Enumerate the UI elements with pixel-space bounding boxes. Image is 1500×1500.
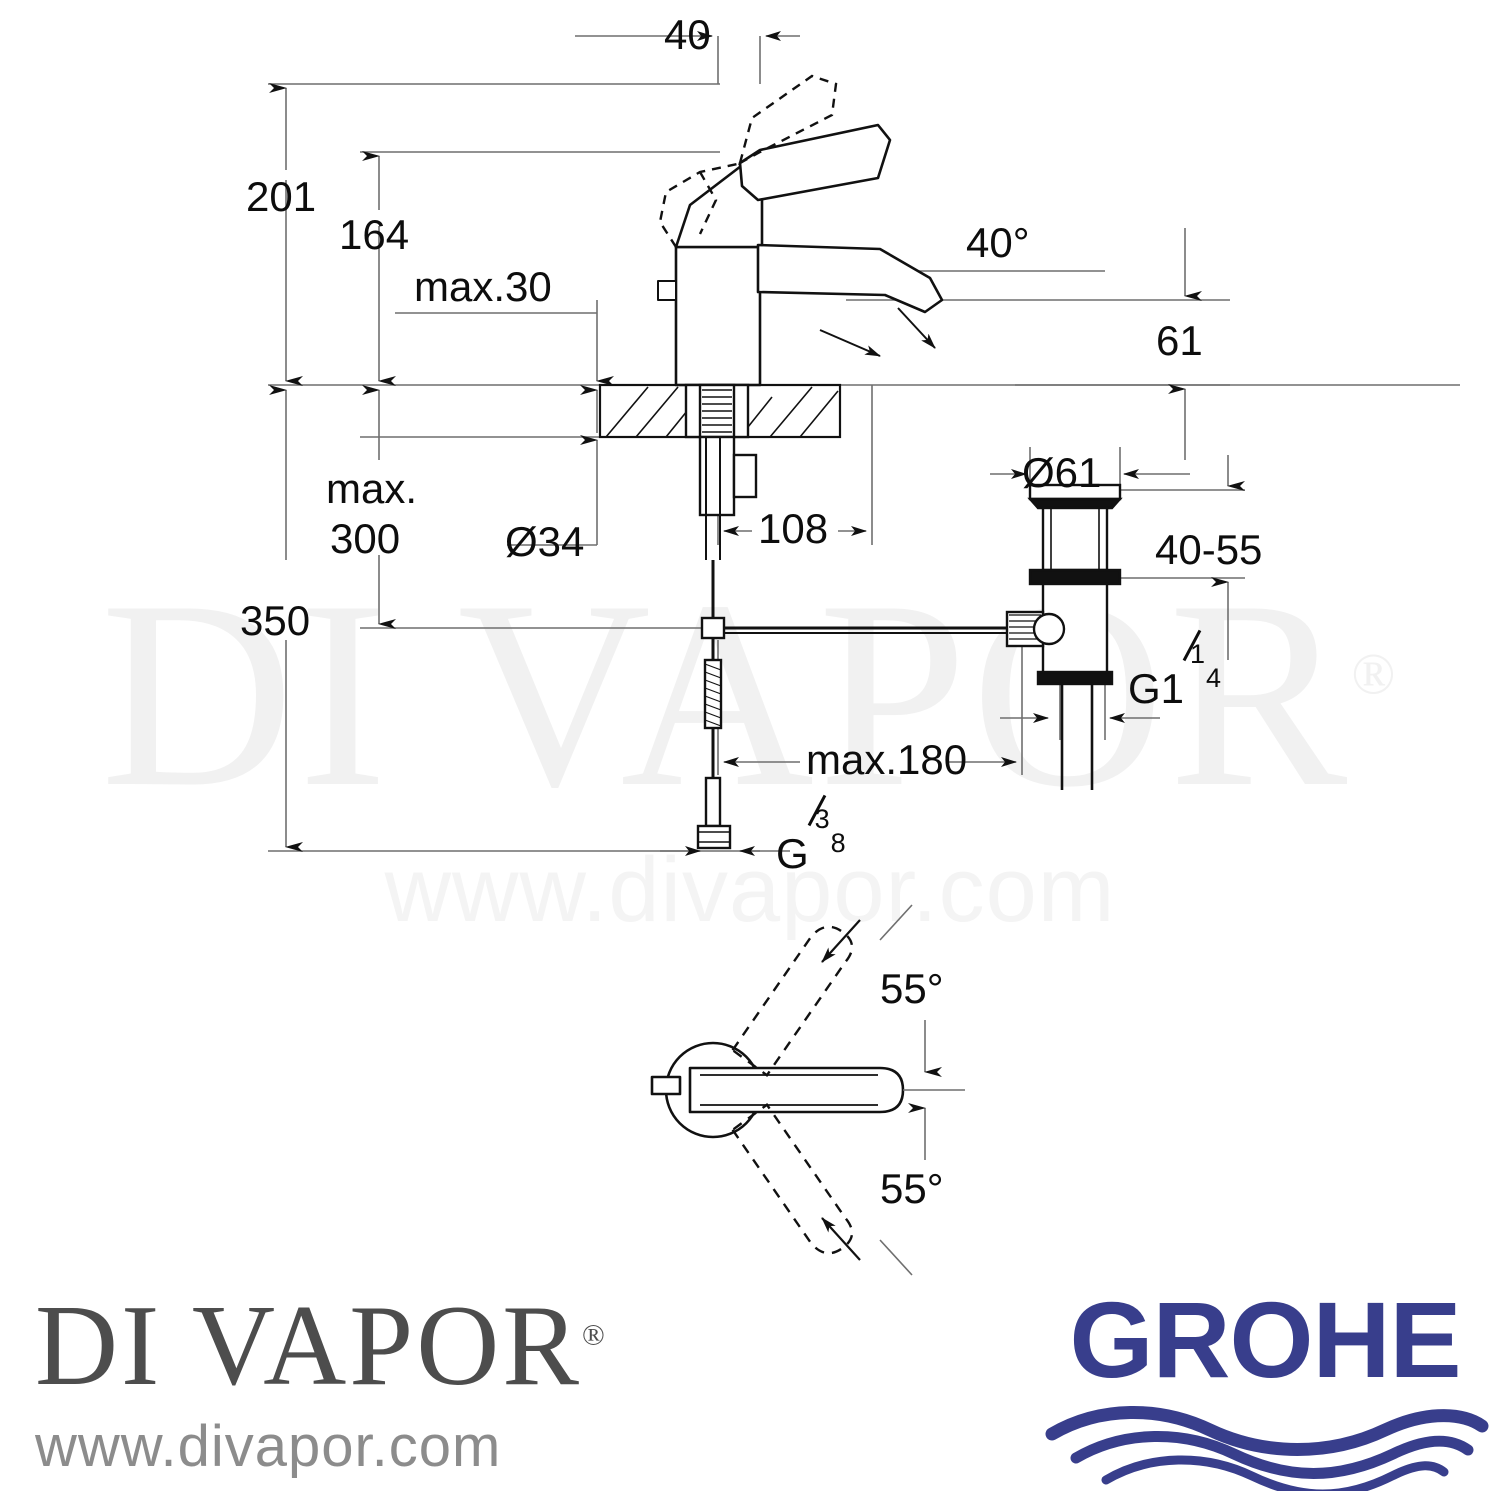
dim-label-40: 40 [664,11,711,58]
plan-view-angle-leaders [821,904,965,1276]
faucet-elevation [657,123,944,387]
dim-label-d34: Ø34 [505,518,585,565]
dim-max30 [395,300,614,433]
dim-d61 [990,447,1190,490]
dim-label-40deg: 40° [966,219,1030,266]
dim-label-55deg-lower: 55° [880,1165,944,1212]
dim-label-61: 61 [1156,317,1203,364]
dim-label-d61: Ø61 [1022,449,1102,496]
grohe-waves-icon [1045,1406,1489,1491]
dim-d34 [507,435,598,546]
dim-label-max300-line2: 300 [330,515,401,562]
dim-40-top [575,31,800,84]
grohe-wordmark: GROHE [1069,1279,1461,1400]
dim-label-40-55: 40-55 [1155,526,1263,573]
dim-label-108: 108 [758,505,829,552]
popup-rod-assembly [696,560,1012,850]
dim-label-350: 350 [240,597,311,644]
mounting-shank [684,383,758,560]
divapor-website: www.divapor.com [35,1414,502,1479]
divapor-logo: DI VAPOR® www.divapor.com [35,1288,795,1480]
waste-drain-assembly [1005,483,1123,790]
divapor-wordmark: DI VAPOR® [35,1282,608,1409]
grohe-logo: GROHE [1040,1286,1490,1491]
g114-base: G1 [1128,665,1185,712]
dim-label-201: 201 [246,173,317,220]
plan-view-swivel [650,1041,905,1139]
spout-swing-indicator [819,329,881,357]
handle-alt-position [658,74,838,248]
dim-label-55deg-upper: 55° [880,965,944,1012]
dim-label-164: 164 [339,211,410,258]
dim-label-max300-line1: max. [326,465,418,512]
dim-label-max180: max.180 [806,736,968,783]
plan-view-swivel-alt [730,925,854,1255]
g38-base: G [776,830,809,877]
dim-label-max30: max.30 [414,263,552,310]
